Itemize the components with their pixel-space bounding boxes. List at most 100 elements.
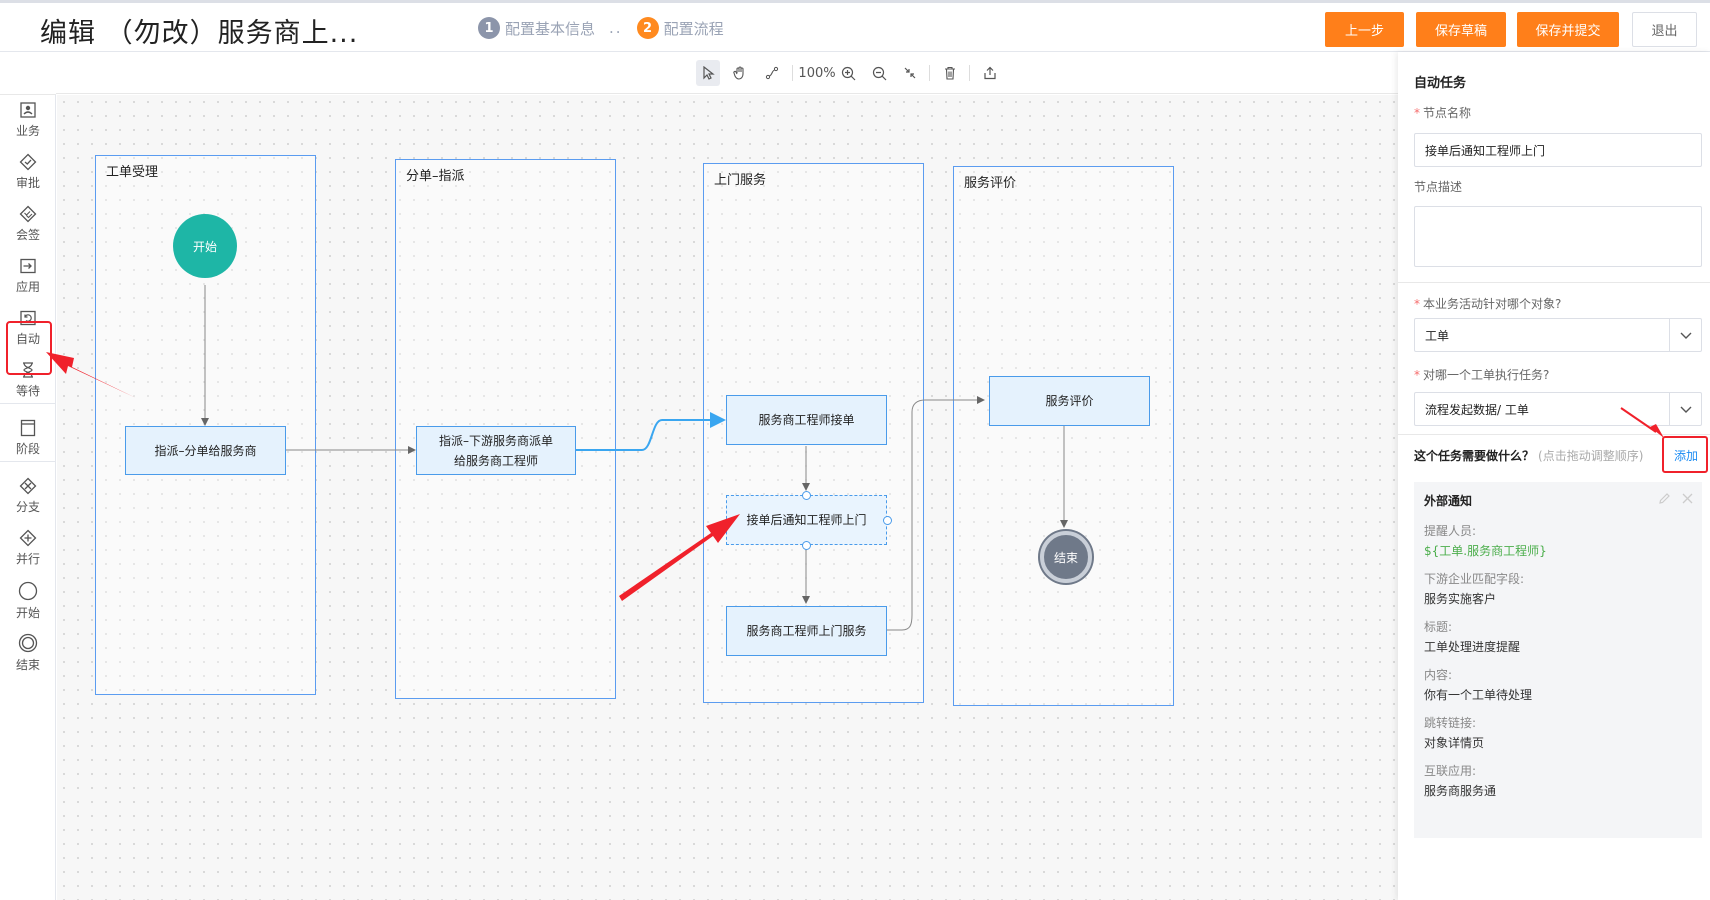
node-palette: 业务 审批 会签 应用 自动 等待 阶段 分支 并行 开始 结束 xyxy=(0,94,56,900)
auto-icon xyxy=(20,310,36,326)
palette-label: 阶段 xyxy=(15,442,40,456)
palette-item-countersign[interactable]: 会签 xyxy=(0,201,56,251)
palette-item-auto[interactable]: 自动 xyxy=(0,305,56,355)
node-dispatch-line1: 指派–下游服务商派单 xyxy=(438,433,553,448)
target-select-value: 流程发起数据/ 工单 xyxy=(1425,402,1529,417)
connection-handle-bottom[interactable] xyxy=(802,541,811,550)
lane-label: 工单受理 xyxy=(106,165,159,180)
start-node[interactable]: 开始 xyxy=(173,214,237,278)
palette-item-application[interactable]: 应用 xyxy=(0,253,56,303)
task-card-actions xyxy=(1658,490,1694,509)
field-value-content: 你有一个工单待处理 xyxy=(1424,688,1533,702)
step-number-2: 2 xyxy=(636,17,659,39)
task-question-hint: (点击拖动调整顺序) xyxy=(1538,449,1644,463)
hand-icon[interactable] xyxy=(728,60,752,86)
node-name-label: *节点名称 xyxy=(1414,106,1472,120)
node-evaluation[interactable]: 服务评价 xyxy=(989,376,1150,426)
properties-panel: 自动任务 *节点名称 接单后通知工程师上门 节点描述 *本业务活动针对哪个对象?… xyxy=(1398,52,1710,900)
swimlane-evaluation[interactable]: 服务评价 xyxy=(953,166,1174,706)
step-number-1: 1 xyxy=(478,17,500,39)
field-key-link: 跳转链接: xyxy=(1424,716,1477,730)
flow-edges xyxy=(201,285,1068,631)
edit-icon[interactable] xyxy=(1658,490,1671,509)
fit-icon[interactable] xyxy=(898,60,922,86)
approval-icon xyxy=(19,153,37,171)
step-config-flow[interactable]: 2 配置流程 xyxy=(636,17,724,39)
object-select[interactable]: 工单 xyxy=(1414,318,1702,352)
panel-divider xyxy=(1398,282,1710,283)
palette-item-end[interactable]: 结束 xyxy=(0,629,56,679)
canvas-toolbar: 100% xyxy=(56,52,1398,94)
node-name-input[interactable]: 接单后通知工程师上门 xyxy=(1414,133,1702,167)
field-key-title: 标题: xyxy=(1424,620,1453,634)
connect-icon[interactable] xyxy=(760,60,784,86)
panel-title: 自动任务 xyxy=(1414,76,1467,91)
step-indicator: 1 配置基本信息 .. 2 配置流程 xyxy=(478,17,724,39)
palette-divider xyxy=(0,403,56,404)
step-label-2: 配置流程 xyxy=(663,19,724,38)
palette-item-parallel[interactable]: 并行 xyxy=(0,525,56,575)
chevron-down-icon[interactable] xyxy=(1669,393,1701,425)
start-icon xyxy=(18,581,38,601)
hourglass-icon xyxy=(23,362,33,378)
delete-icon[interactable] xyxy=(938,60,962,86)
field-key-match: 下游企业匹配字段: xyxy=(1424,572,1525,586)
branch-icon xyxy=(19,477,37,495)
field-value-reminder: ${工单.服务商工程师} xyxy=(1424,544,1547,558)
node-assign-provider[interactable]: 指派–分单给服务商 xyxy=(125,426,286,475)
palette-label: 会签 xyxy=(15,228,40,242)
object-select-value: 工单 xyxy=(1425,328,1450,343)
lane-label: 服务评价 xyxy=(964,176,1017,191)
node-dispatch-engineer[interactable]: 指派–下游服务商派单 给服务商工程师 xyxy=(416,426,576,475)
connection-handle-right[interactable] xyxy=(883,516,892,525)
export-icon[interactable] xyxy=(978,60,1002,86)
add-task-button[interactable]: 添加 xyxy=(1674,449,1699,463)
stage-icon xyxy=(20,419,36,437)
palette-item-approval[interactable]: 审批 xyxy=(0,149,56,199)
prev-button[interactable]: 上一步 xyxy=(1325,12,1404,47)
field-value-title: 工单处理进度提醒 xyxy=(1424,640,1521,654)
pointer-icon[interactable] xyxy=(696,60,720,86)
node-desc-label: 节点描述 xyxy=(1414,180,1463,194)
close-icon[interactable] xyxy=(1681,490,1694,509)
zoom-in-icon[interactable] xyxy=(836,60,860,86)
annotation-highlight-box xyxy=(1662,436,1708,473)
zoom-out-icon[interactable] xyxy=(867,60,891,86)
countersign-icon xyxy=(19,205,37,223)
node-notify-engineer[interactable]: 接单后通知工程师上门 xyxy=(726,495,887,545)
palette-item-start[interactable]: 开始 xyxy=(0,577,56,627)
lane-label: 分单–指派 xyxy=(406,169,465,184)
palette-item-stage[interactable]: 阶段 xyxy=(0,415,56,465)
task-card-external-notify[interactable]: 外部通知 提醒人员: ${工单.服务商工程师} 下游企业匹配字段: 服务实施客户… xyxy=(1414,482,1702,838)
edge-onsite-to-evaluate xyxy=(887,396,985,631)
palette-label: 分支 xyxy=(15,500,40,514)
parallel-icon xyxy=(19,529,37,547)
step-label-1: 配置基本信息 xyxy=(505,19,596,38)
palette-item-business[interactable]: 业务 xyxy=(0,97,56,147)
target-label: *对哪一个工单执行任务? xyxy=(1414,368,1550,382)
end-node[interactable]: 结束 xyxy=(1040,531,1092,583)
flow-canvas[interactable]: 工单受理 分单–指派 上门服务 服务评价 开始 指派–分单给服务商 指派–下游服… xyxy=(57,95,1398,900)
save-draft-button[interactable]: 保存草稿 xyxy=(1416,12,1506,47)
save-submit-button[interactable]: 保存并提交 xyxy=(1517,12,1619,47)
node-desc-textarea[interactable] xyxy=(1414,206,1702,267)
object-label: *本业务活动针对哪个对象? xyxy=(1414,297,1562,311)
palette-label: 并行 xyxy=(15,552,40,566)
palette-label: 结束 xyxy=(15,658,40,672)
palette-label: 自动 xyxy=(15,332,40,346)
target-select[interactable]: 流程发起数据/ 工单 xyxy=(1414,392,1702,426)
exit-button[interactable]: 退出 xyxy=(1632,12,1697,47)
field-value-match: 服务实施客户 xyxy=(1424,592,1497,606)
node-onsite-service[interactable]: 服务商工程师上门服务 xyxy=(726,606,887,656)
header: 编辑 （勿改）服务商上... 1 配置基本信息 .. 2 配置流程 上一步 保存… xyxy=(0,0,1710,52)
task-question: 这个任务需要做什么？(点击拖动调整顺序) xyxy=(1414,447,1643,464)
chevron-down-icon[interactable] xyxy=(1669,319,1701,351)
step-basic-info[interactable]: 1 配置基本信息 xyxy=(478,17,595,39)
node-engineer-accept[interactable]: 服务商工程师接单 xyxy=(726,395,887,445)
connection-handle-top[interactable] xyxy=(802,491,811,500)
palette-item-branch[interactable]: 分支 xyxy=(0,473,56,523)
field-key-app: 互联应用: xyxy=(1424,764,1477,778)
palette-divider xyxy=(0,461,56,462)
palette-item-wait[interactable]: 等待 xyxy=(0,357,56,407)
panel-divider xyxy=(1398,434,1710,435)
